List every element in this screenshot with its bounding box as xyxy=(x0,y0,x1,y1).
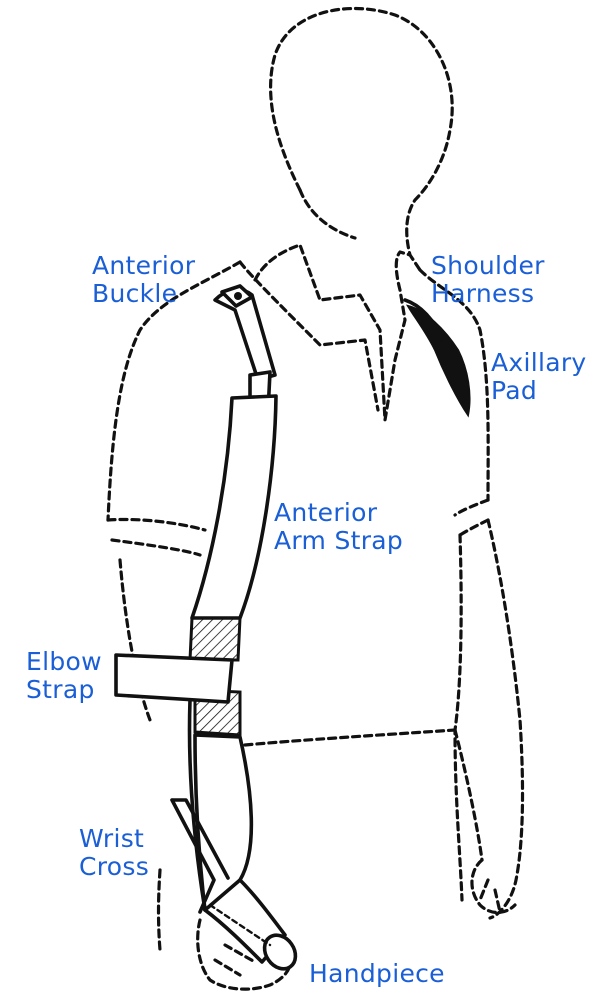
shirt-hem xyxy=(243,728,457,747)
axillary-pad-shape xyxy=(405,304,471,418)
torso-right-lower xyxy=(453,533,464,902)
label-elbow-strap: Elbow Strap xyxy=(26,648,102,704)
label-anterior-arm-strap-line2: Arm Strap xyxy=(274,526,404,555)
upper-hatched-pad xyxy=(188,616,242,662)
label-anterior-buckle-line2: Buckle xyxy=(92,279,178,308)
right-hand xyxy=(470,858,517,915)
sling xyxy=(114,284,471,971)
anterior-arm-strap-shape xyxy=(190,394,278,620)
label-elbow-strap-line2: Strap xyxy=(26,675,95,704)
label-shoulder-harness-line2: Harness xyxy=(431,279,535,308)
label-wrist-cross-line2: Cross xyxy=(79,852,150,881)
buckle-rivet xyxy=(234,292,242,300)
label-axillary-pad-line2: Pad xyxy=(491,376,538,405)
shoulder-harness-line xyxy=(403,298,444,342)
right-arm-inner xyxy=(453,728,484,862)
right-sleeve xyxy=(453,498,490,537)
torso-left-outline xyxy=(106,260,242,522)
label-handpiece-line1: Handpiece xyxy=(309,959,445,988)
handpiece-dash xyxy=(208,903,272,947)
elbow-strap-shape xyxy=(114,653,234,704)
shoulder-strap xyxy=(213,287,277,382)
label-anterior-buckle-line1: Anterior xyxy=(92,251,196,280)
label-axillary-pad: Axillary Pad xyxy=(491,349,587,405)
label-shoulder-harness: Shoulder Harness xyxy=(431,252,545,308)
label-shoulder-harness-line1: Shoulder xyxy=(431,251,545,280)
collar-outline xyxy=(253,243,422,422)
right-arm xyxy=(486,518,525,920)
torso-right-outline xyxy=(418,268,490,502)
head-outline xyxy=(268,6,454,257)
label-wrist-cross: Wrist Cross xyxy=(79,825,149,881)
label-axillary-pad-line1: Axillary xyxy=(491,348,587,377)
label-elbow-strap-line1: Elbow xyxy=(26,647,102,676)
handpiece-cuff xyxy=(262,933,298,971)
body-outline xyxy=(106,6,525,991)
forearm-edge xyxy=(187,698,207,912)
left-sleeve xyxy=(106,517,207,557)
left-hand xyxy=(196,918,292,991)
face-outline xyxy=(298,188,357,240)
label-anterior-buckle: Anterior Buckle xyxy=(92,252,195,308)
collar-left xyxy=(238,260,380,412)
label-anterior-arm-strap: Anterior Arm Strap xyxy=(274,499,403,555)
label-wrist-cross-line1: Wrist xyxy=(79,824,145,853)
label-anterior-arm-strap-line1: Anterior xyxy=(274,498,378,527)
torso-left-lower xyxy=(118,558,162,952)
label-handpiece: Handpiece xyxy=(309,960,445,988)
